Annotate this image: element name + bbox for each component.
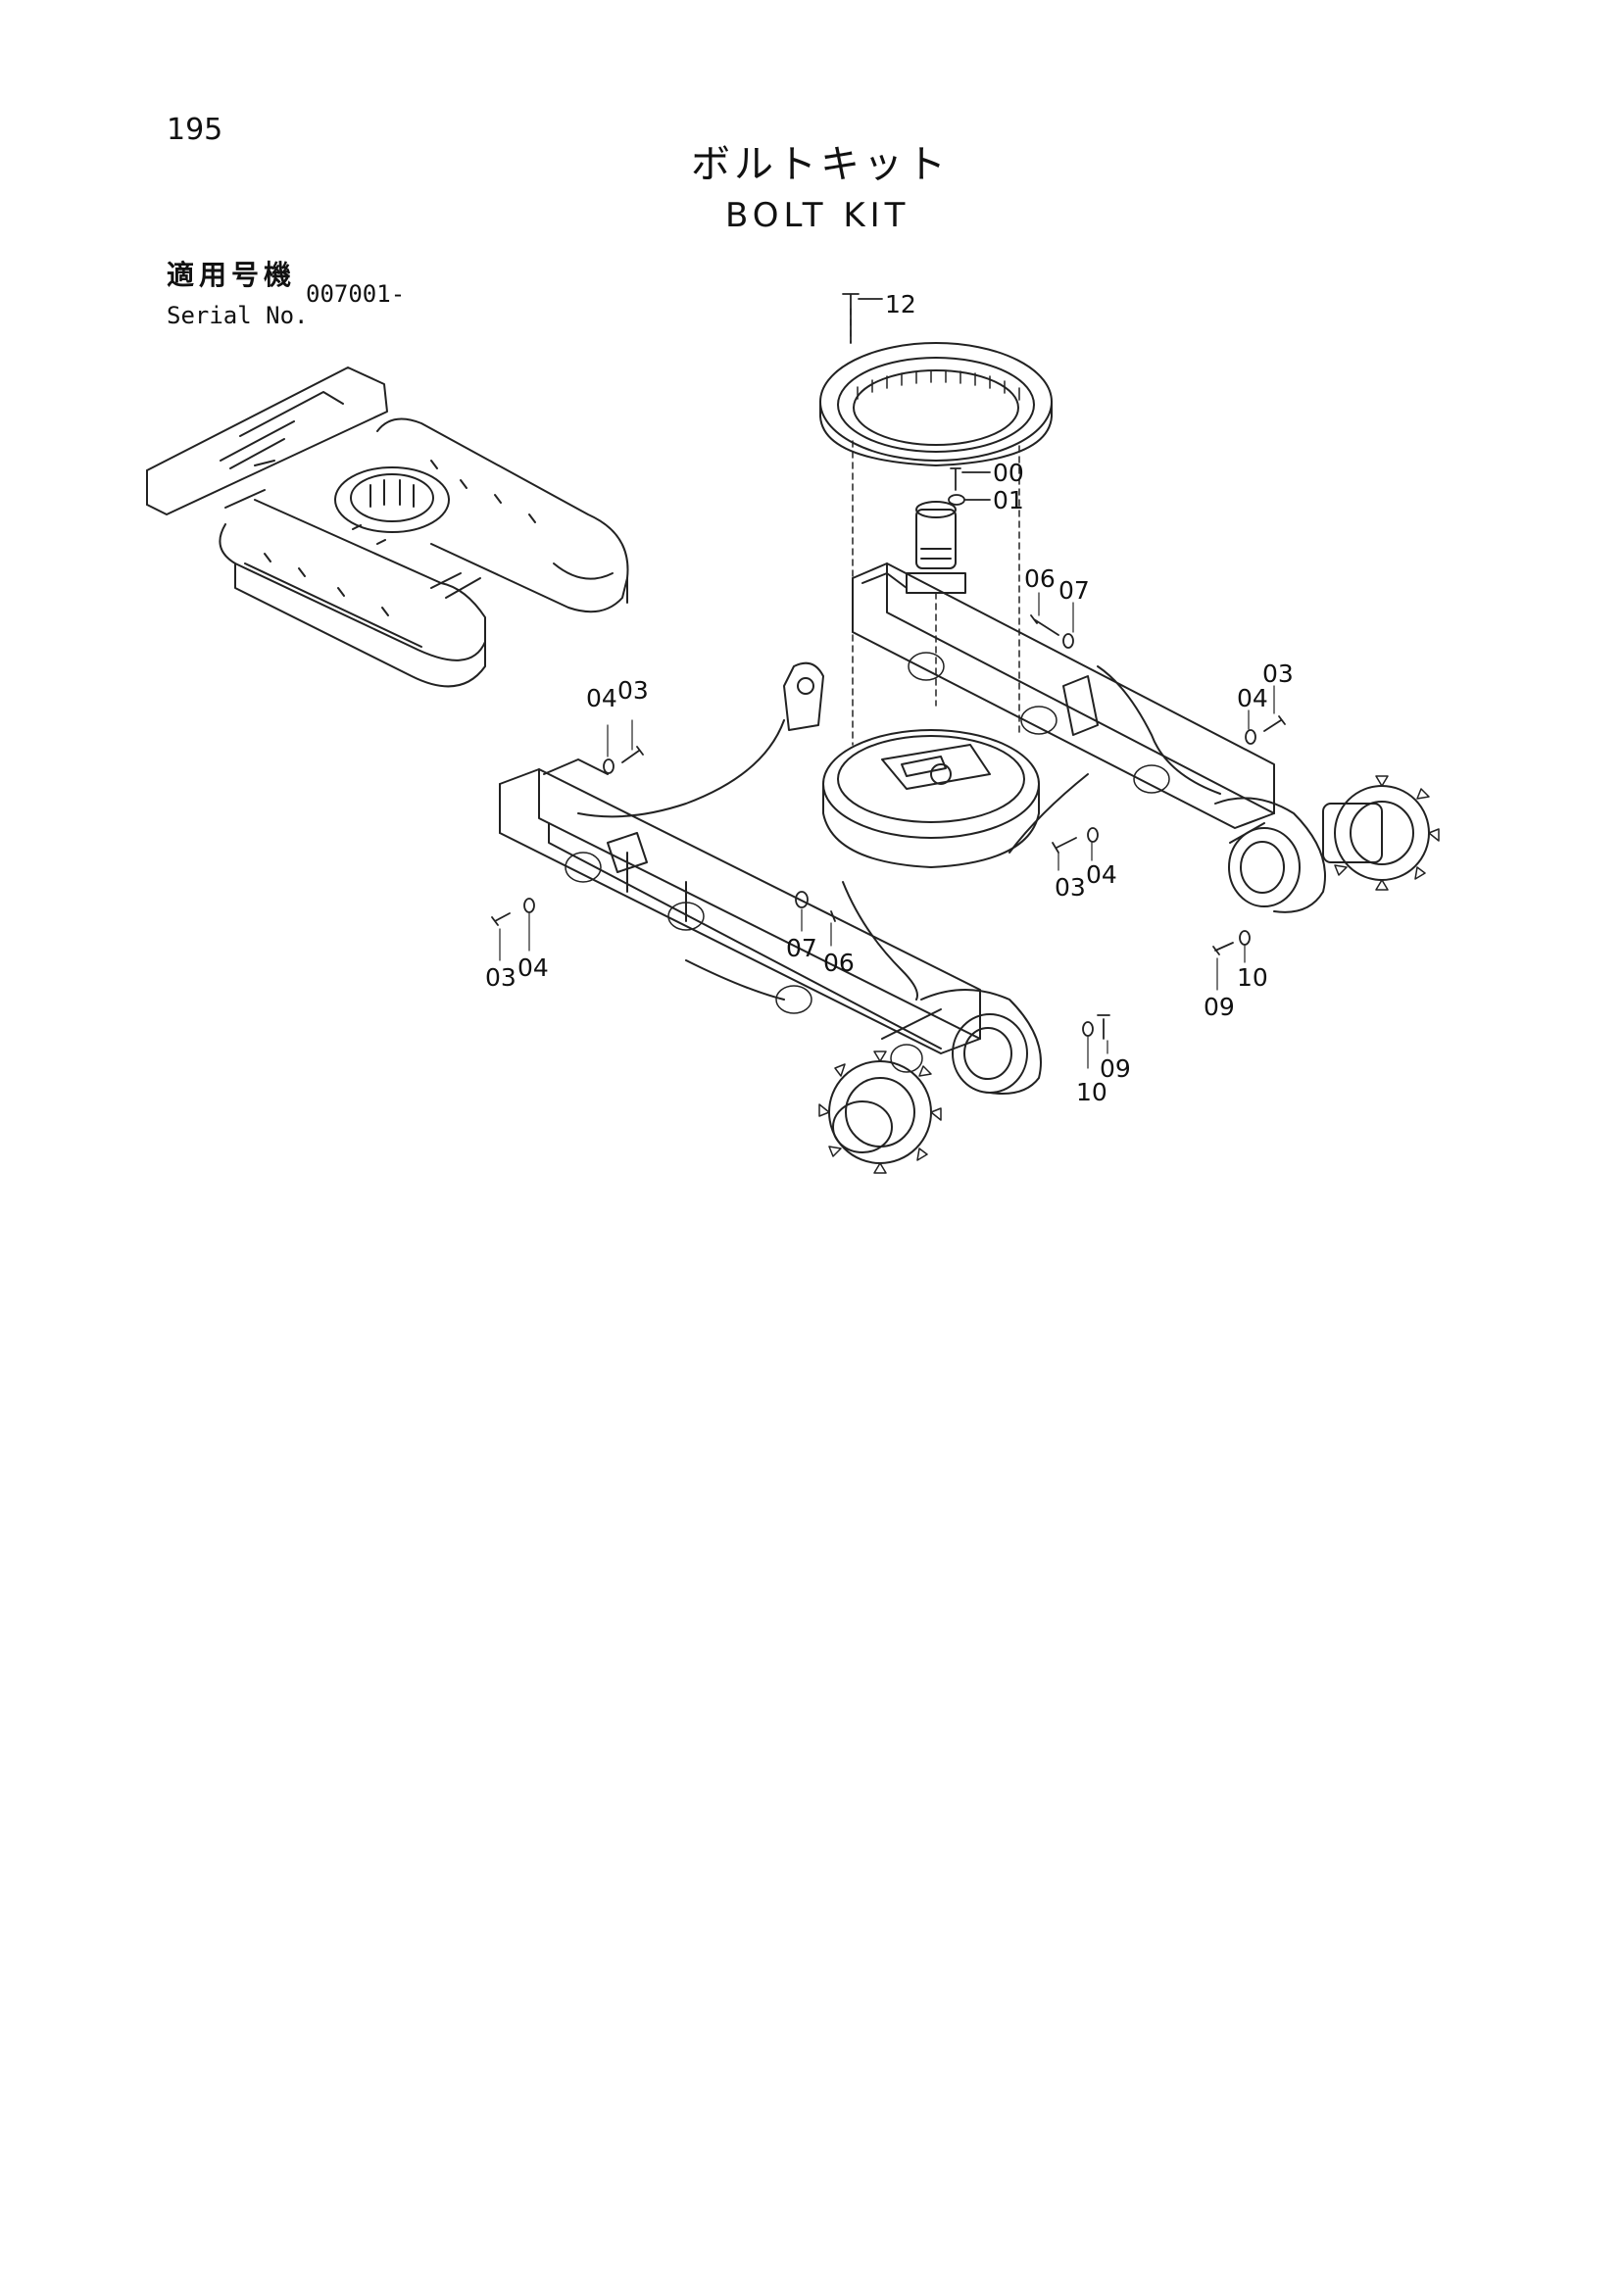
callout-04-center: 04 xyxy=(1086,860,1117,889)
serial-label-japanese: 適用号機 xyxy=(167,259,297,291)
callout-07-center: 07 xyxy=(786,934,817,962)
callout-03-left: 03 xyxy=(617,676,649,705)
callout-03-center: 03 xyxy=(1055,873,1086,902)
track-frame-drawing xyxy=(499,308,1440,1174)
right-sprocket xyxy=(1322,775,1440,891)
serial-number-value: 007001- xyxy=(306,280,406,308)
callout-04-right: 04 xyxy=(1237,684,1268,712)
callout-09-bottom: 09 xyxy=(1100,1054,1131,1083)
callout-00: 00 xyxy=(993,459,1024,487)
callout-06-center: 06 xyxy=(823,949,855,977)
callout-10-right: 10 xyxy=(1237,963,1268,992)
callout-03-lower-left: 03 xyxy=(485,963,516,992)
machine-overview-thumbnail xyxy=(146,366,629,688)
callout-09-right: 09 xyxy=(1204,993,1235,1021)
callout-12: 12 xyxy=(885,290,916,318)
title-english: BOLT KIT xyxy=(725,196,910,235)
page-number: 195 xyxy=(167,113,223,147)
callout-04-left: 04 xyxy=(586,684,617,712)
callout-04-lower-left: 04 xyxy=(517,953,549,982)
title-japanese: ボルトキット xyxy=(691,142,950,187)
callout-07-upper: 07 xyxy=(1058,576,1090,605)
left-sprocket xyxy=(818,1050,942,1174)
callout-03-right: 03 xyxy=(1262,659,1294,688)
fasteners xyxy=(491,293,1286,1069)
callout-06-upper: 06 xyxy=(1024,564,1056,593)
callout-01: 01 xyxy=(993,486,1024,514)
serial-label-english: Serial No. xyxy=(167,302,309,329)
callout-10-bottom: 10 xyxy=(1076,1078,1107,1106)
